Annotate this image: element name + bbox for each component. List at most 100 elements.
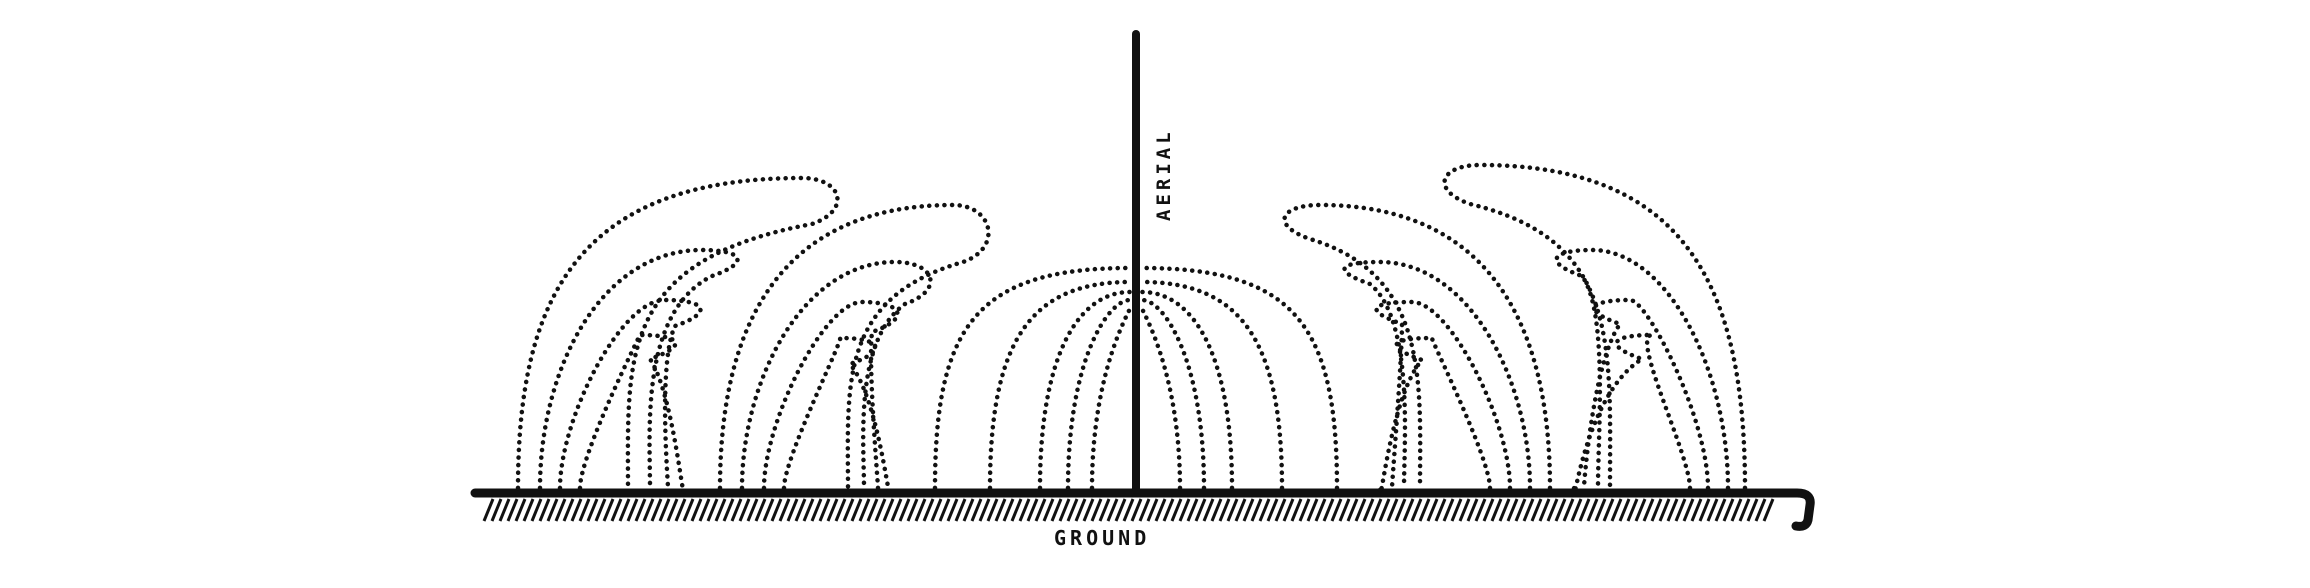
hatch-mark bbox=[1162, 498, 1175, 522]
hatch-mark bbox=[754, 498, 767, 522]
hatch-mark bbox=[1730, 498, 1743, 522]
hatch-mark bbox=[546, 498, 559, 522]
hatch-mark bbox=[1002, 498, 1015, 522]
central-field-line-left bbox=[1065, 297, 1133, 491]
hatch-mark bbox=[1178, 498, 1191, 522]
loop-right-outer-1 bbox=[1442, 162, 1748, 491]
hatch-mark bbox=[1426, 498, 1439, 522]
loop-left-inner-1 bbox=[717, 202, 991, 491]
hatch-mark bbox=[1578, 498, 1591, 522]
hatch-mark bbox=[1226, 498, 1239, 522]
hatch-mark bbox=[1546, 498, 1559, 522]
hatch-mark bbox=[642, 498, 655, 522]
hatch-mark bbox=[1658, 498, 1671, 522]
hatch-mark bbox=[1170, 498, 1183, 522]
hatch-mark bbox=[1090, 498, 1103, 522]
hatch-mark bbox=[834, 498, 847, 522]
hatch-mark bbox=[1722, 498, 1735, 522]
hatch-mark bbox=[1282, 498, 1295, 522]
hatch-mark bbox=[1434, 498, 1447, 522]
hatch-mark bbox=[658, 498, 671, 522]
hatch-mark bbox=[1218, 498, 1231, 522]
hatch-mark bbox=[1314, 498, 1327, 522]
hatch-mark bbox=[1330, 498, 1343, 522]
hatch-mark bbox=[1610, 498, 1623, 522]
hatch-mark bbox=[1138, 498, 1151, 522]
hatch-mark bbox=[1242, 498, 1255, 522]
hatch-mark bbox=[1290, 498, 1303, 522]
loop-right-inner-2 bbox=[1342, 259, 1533, 491]
hatch-mark bbox=[866, 498, 879, 522]
hatch-mark bbox=[922, 498, 935, 522]
hatch-mark bbox=[690, 498, 703, 522]
hatch-mark bbox=[882, 498, 895, 522]
hatch-mark bbox=[826, 498, 839, 522]
hatch-mark bbox=[482, 498, 495, 522]
hatch-mark bbox=[594, 498, 607, 522]
hatch-mark bbox=[1234, 498, 1247, 522]
loop-right-outer-3 bbox=[1581, 297, 1711, 491]
hatch-mark bbox=[1018, 498, 1031, 522]
hatch-mark bbox=[626, 498, 639, 522]
hatch-mark bbox=[1570, 498, 1583, 522]
hatch-mark bbox=[1370, 498, 1383, 522]
hatch-mark bbox=[890, 498, 903, 522]
hatch-mark bbox=[1194, 498, 1207, 522]
hatch-mark bbox=[1514, 498, 1527, 522]
hatch-mark bbox=[674, 498, 687, 522]
hatch-mark bbox=[1642, 498, 1655, 522]
hatch-mark bbox=[1130, 498, 1143, 522]
hatch-mark bbox=[850, 498, 863, 522]
hatch-mark bbox=[1106, 498, 1119, 522]
hatch-mark bbox=[698, 498, 711, 522]
hatch-mark bbox=[1738, 498, 1751, 522]
hatch-mark bbox=[762, 498, 775, 522]
central-field-line-right bbox=[1139, 305, 1183, 491]
hatch-mark bbox=[586, 498, 599, 522]
central-field-line-left bbox=[932, 265, 1133, 491]
hatch-mark bbox=[818, 498, 831, 522]
hatch-mark bbox=[714, 498, 727, 522]
hatch-mark bbox=[954, 498, 967, 522]
hatch-mark bbox=[1306, 498, 1319, 522]
hatch-mark bbox=[722, 498, 735, 522]
hatch-mark bbox=[1298, 498, 1311, 522]
ground-label: GROUND bbox=[1054, 526, 1150, 550]
hatch-mark bbox=[1266, 498, 1279, 522]
hatch-mark bbox=[1602, 498, 1615, 522]
hatch-mark bbox=[650, 498, 663, 522]
ground-hatching bbox=[482, 498, 1775, 522]
hatch-mark bbox=[786, 498, 799, 522]
hatch-mark bbox=[1714, 498, 1727, 522]
loop-left-inner-3 bbox=[761, 299, 900, 491]
central-field-line-right bbox=[1139, 297, 1207, 491]
hatch-mark bbox=[1410, 498, 1423, 522]
hatch-mark bbox=[1482, 498, 1495, 522]
hatch-mark bbox=[746, 498, 759, 522]
hatch-mark bbox=[1122, 498, 1135, 522]
hatch-mark bbox=[874, 498, 887, 522]
hatch-mark bbox=[1042, 498, 1055, 522]
hatch-mark bbox=[1506, 498, 1519, 522]
central-field-line-right bbox=[1139, 289, 1235, 491]
hatch-mark bbox=[706, 498, 719, 522]
hatch-mark bbox=[1250, 498, 1263, 522]
hatch-mark bbox=[1554, 498, 1567, 522]
hatch-mark bbox=[602, 498, 615, 522]
hatch-mark bbox=[1690, 498, 1703, 522]
hatch-mark bbox=[1098, 498, 1111, 522]
hatch-mark bbox=[554, 498, 567, 522]
hatch-mark bbox=[978, 498, 991, 522]
loop-left-inner-2 bbox=[739, 259, 933, 491]
hatch-mark bbox=[1586, 498, 1599, 522]
hatch-mark bbox=[1034, 498, 1047, 522]
hatch-mark bbox=[1618, 498, 1631, 522]
hatch-mark bbox=[1538, 498, 1551, 522]
hatch-mark bbox=[770, 498, 783, 522]
hatch-mark bbox=[1354, 498, 1367, 522]
hatch-mark bbox=[730, 498, 743, 522]
hatch-mark bbox=[986, 498, 999, 522]
hatch-mark bbox=[498, 498, 511, 522]
hatch-mark bbox=[1754, 498, 1767, 522]
